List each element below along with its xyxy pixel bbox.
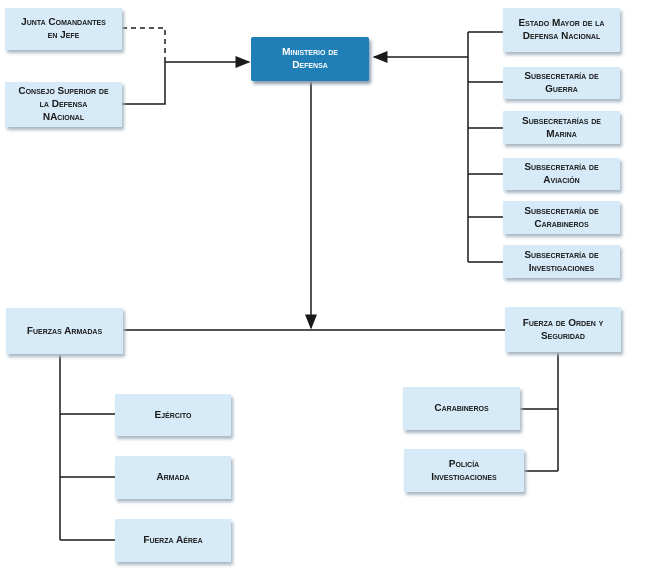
node-label: Ministerio de Defensa bbox=[282, 47, 338, 71]
node-label: Ejército bbox=[154, 409, 192, 421]
node-label: Policía Investigaciones bbox=[431, 458, 497, 483]
node-label: Subsecretaría de Guerra bbox=[524, 71, 599, 95]
node-estado-mayor: Estado Mayor de la Defensa Nacional bbox=[503, 8, 620, 52]
node-label: Estado Mayor de la Defensa Nacional bbox=[518, 18, 605, 42]
node-fuerzas-armadas: Fuerzas Armadas bbox=[6, 308, 123, 354]
node-label: Fuerzas Armadas bbox=[26, 325, 103, 337]
node-junta-comandantes: Junta Comandantes en Jefe bbox=[5, 8, 122, 50]
node-label: Subsecretaría de Carabineros bbox=[524, 205, 599, 230]
node-policia-investigaciones: Policía Investigaciones bbox=[404, 449, 524, 492]
node-carabineros: Carabineros bbox=[403, 387, 520, 430]
node-label: Subsecretaría de Aviación bbox=[524, 162, 599, 186]
node-label: Armada bbox=[156, 472, 190, 483]
node-subsecretaria-investigaciones: Subsecretaría de Investigaciones bbox=[503, 245, 620, 278]
node-subsecretaria-marina: Subsecretarías de Marina bbox=[503, 111, 620, 144]
node-subsecretaria-aviacion: Subsecretaría de Aviación bbox=[503, 158, 620, 190]
node-fuerza-orden-seguridad: Fuerza de Orden y Seguridad bbox=[505, 307, 621, 352]
node-label: Consejo Superior de la Defensa NAcional bbox=[18, 86, 109, 123]
node-label: Junta Comandantes en Jefe bbox=[21, 17, 106, 41]
node-subsecretaria-carabineros: Subsecretaría de Carabineros bbox=[503, 201, 620, 234]
node-label: Fuerza Aérea bbox=[143, 535, 203, 546]
node-label: Subsecretarías de Marina bbox=[522, 115, 601, 140]
node-armada: Armada bbox=[115, 456, 231, 499]
node-label: Carabineros bbox=[434, 403, 489, 414]
node-subsecretaria-guerra: Subsecretaría de Guerra bbox=[503, 67, 620, 99]
node-label: Fuerza de Orden y Seguridad bbox=[522, 317, 604, 342]
junta-connector bbox=[122, 27, 166, 62]
node-consejo-superior: Consejo Superior de la Defensa NAcional bbox=[5, 82, 122, 127]
node-fuerza-aerea: Fuerza Aérea bbox=[115, 519, 231, 562]
node-label: Subsecretaría de Investigaciones bbox=[524, 249, 599, 274]
consejo-connector bbox=[122, 62, 166, 105]
node-ministerio-defensa: Ministerio de Defensa bbox=[251, 37, 369, 81]
node-ejercito: Ejército bbox=[115, 394, 231, 436]
